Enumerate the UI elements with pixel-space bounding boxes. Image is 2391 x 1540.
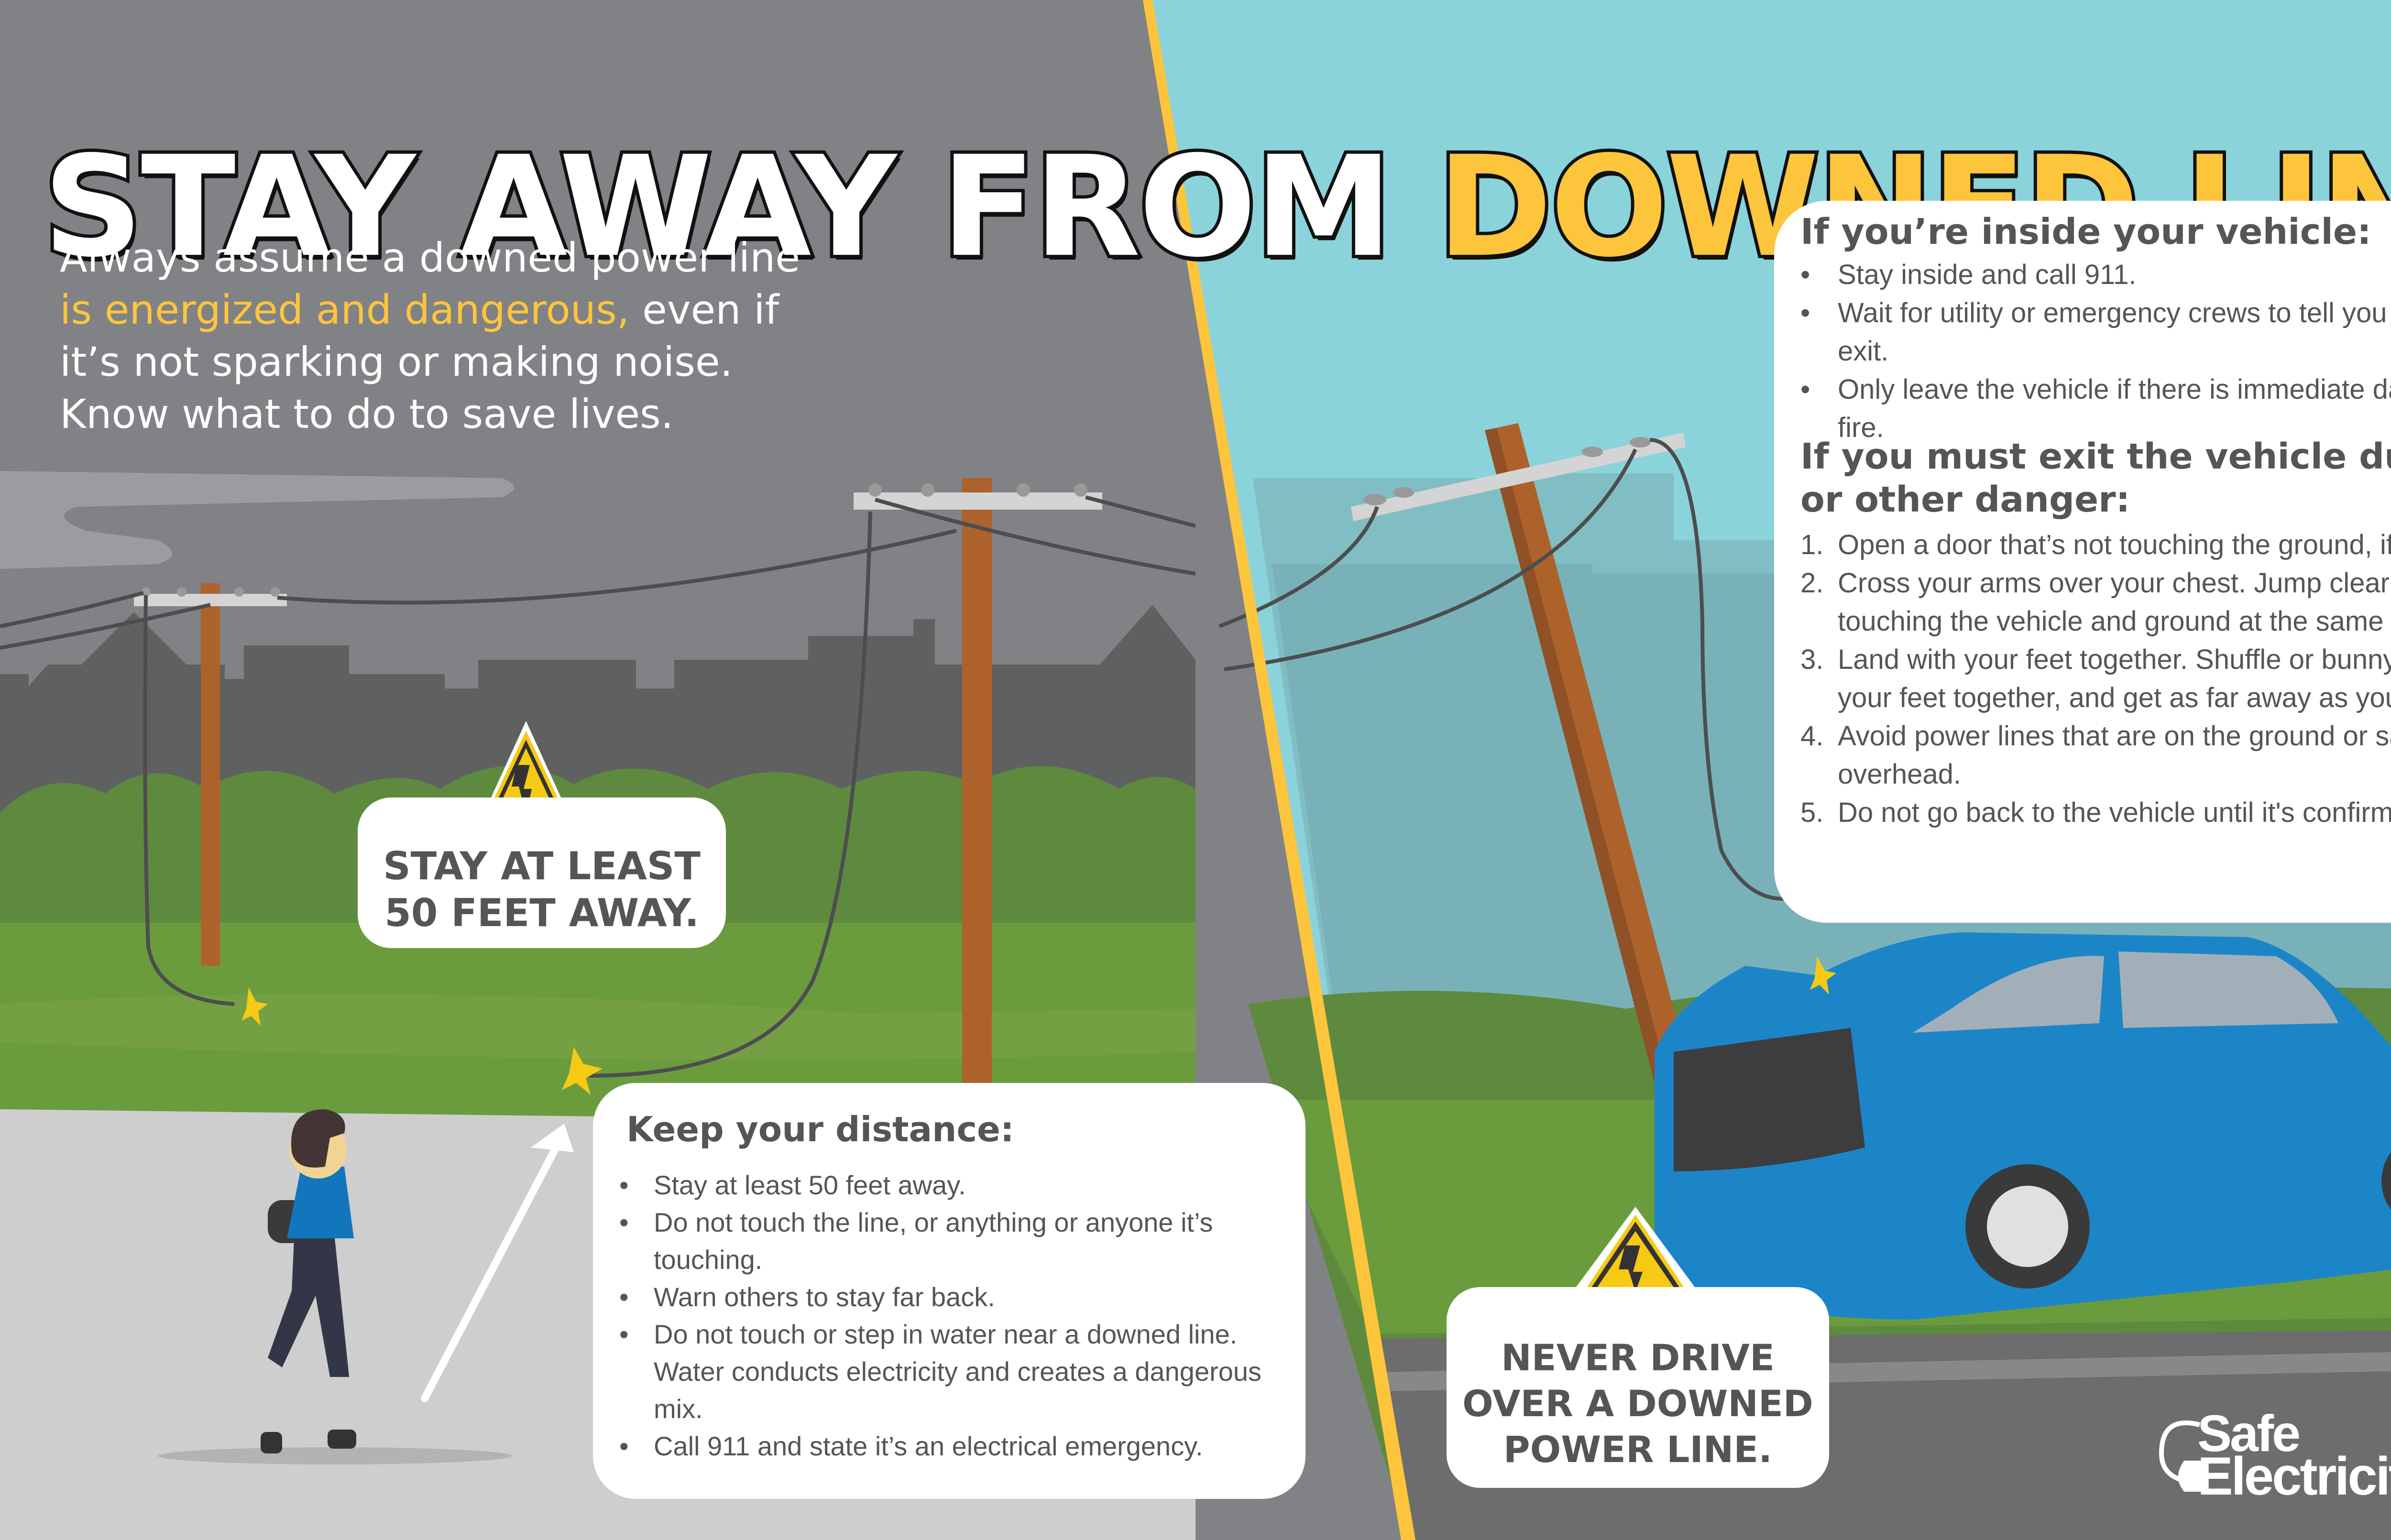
exit-vehicle-list: 1.Open a door that’s not touching the gr… xyxy=(1800,526,2391,832)
keep-distance-list: •Stay at least 50 feet away. •Do not tou… xyxy=(619,1167,1298,1465)
list-item: •Do not touch or step in water near a do… xyxy=(619,1319,1262,1424)
list-item: •Warn others to stay far back. xyxy=(619,1282,995,1312)
list-item: 1.Open a door that’s not touching the gr… xyxy=(1800,529,2391,560)
keep-distance-card: Keep your distance: •Stay at least 50 fe… xyxy=(593,1083,1305,1499)
safe-electricity-logo-plug-icon xyxy=(2159,1420,2207,1492)
exit-vehicle-heading: If you must exit the vehicle due to fire… xyxy=(1800,436,2391,520)
spark-icon xyxy=(241,987,603,1095)
list-item: •Do not touch the line, or anything or a… xyxy=(619,1207,1213,1275)
list-item: •Only leave the vehicle if there is imme… xyxy=(1800,374,2391,443)
intro-paragraph: Always assume a downed power line is ene… xyxy=(60,234,801,437)
list-item: •Stay inside and call 911. xyxy=(1800,259,2137,290)
storm-cloud xyxy=(0,471,514,569)
spark-icon xyxy=(1810,956,1836,994)
arrow-toward-line-icon xyxy=(421,1124,574,1402)
list-item: •Wait for utility or emergency crews to … xyxy=(1800,297,2391,367)
inside-vehicle-list: •Stay inside and call 911. •Wait for uti… xyxy=(1800,256,2391,447)
vehicle-instructions-card: If you’re inside your vehicle: •Stay ins… xyxy=(1774,201,2391,923)
utility-pole-small xyxy=(134,583,287,966)
list-item: 3.Land with your feet together. Shuffle … xyxy=(1800,644,2391,713)
high-voltage-warning-icon xyxy=(1573,1207,1698,1302)
scene-divider xyxy=(1143,0,1415,1540)
pedestrian-figure xyxy=(158,1109,512,1464)
utility-pole-large xyxy=(854,478,1102,1100)
stay-50-feet-sign: STAY AT LEAST 50 FEET AWAY. xyxy=(358,797,726,948)
crashed-car xyxy=(1655,932,2391,1320)
list-item: 4.Avoid power lines that are on the grou… xyxy=(1800,721,2391,790)
list-item: 5.Do not go back to the vehicle until it… xyxy=(1800,797,2391,828)
intro-highlight: is energized and dangerous, xyxy=(60,286,630,333)
keep-distance-heading: Keep your distance: xyxy=(626,1109,1014,1149)
list-item: •Stay at least 50 feet away. xyxy=(619,1170,966,1200)
list-item: 2.Cross your arms over your chest. Jump … xyxy=(1800,568,2391,637)
list-item: •Call 911 and state it’s an electrical e… xyxy=(619,1431,1203,1461)
power-lines xyxy=(0,495,1196,1078)
never-drive-over-sign: NEVER DRIVE OVER A DOWNED POWER LINE. xyxy=(1447,1287,1829,1488)
city-skyline xyxy=(0,605,1196,708)
inside-vehicle-heading: If you’re inside your vehicle: xyxy=(1800,211,2371,252)
